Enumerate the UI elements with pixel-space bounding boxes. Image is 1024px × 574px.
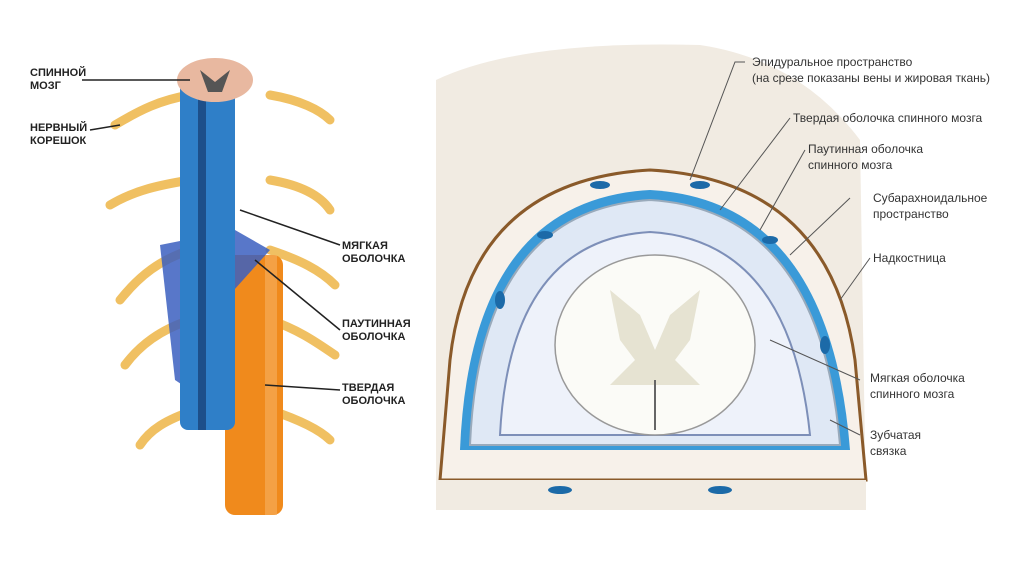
label-line: Твердая оболочка спинного мозга	[793, 111, 983, 125]
label-line: Эпидуральное пространство	[752, 55, 913, 69]
label-line: (на срезе показаны вены и жировая ткань)	[752, 71, 990, 85]
label-line: КОРЕШОК	[30, 135, 87, 147]
label-line: МОЗГ	[30, 80, 61, 92]
label-line: ОБОЛОЧКА	[342, 331, 406, 343]
label-line: Мягкая оболочка	[870, 371, 965, 385]
label-line: Зубчатая	[870, 428, 922, 442]
label-line: СПИННОЙ	[30, 67, 87, 79]
label-periosteum: Надкостница	[873, 250, 946, 266]
label-pia-right: Мягкая оболочка спинного мозга	[870, 370, 965, 402]
label-line: Паутинная оболочка	[808, 142, 924, 156]
label-subarachnoid: Субарахноидальное пространство	[873, 190, 987, 222]
label-line: МЯГКАЯ	[342, 240, 388, 252]
right-leader-lines	[689, 61, 871, 436]
label-line: спинного мозга	[870, 387, 955, 401]
label-line: Надкостница	[873, 251, 946, 265]
left-leader-lines	[82, 79, 341, 391]
label-line: ПАУТИННАЯ	[342, 318, 411, 330]
label-line: Субарахноидальное	[873, 191, 988, 205]
label-epidural-space: Эпидуральное пространство (на срезе показ…	[752, 54, 990, 86]
spinal-cross-section-figure	[436, 40, 868, 510]
spinal-cord-column-figure	[105, 58, 340, 515]
label-line: ОБОЛОЧКА	[342, 395, 406, 407]
label-line: пространство	[873, 207, 949, 221]
label-line: спинного мозга	[808, 158, 893, 172]
label-denticulate-ligament: Зубчатая связка	[870, 427, 921, 459]
label-line: ОБОЛОЧКА	[342, 253, 406, 265]
label-arachnoid-right: Паутинная оболочка спинного мозга	[808, 141, 923, 173]
label-line: связка	[870, 444, 907, 458]
label-line: НЕРВНЫЙ	[30, 122, 88, 134]
label-line: ТВЕРДАЯ	[342, 382, 395, 394]
label-dura: Твердая оболочка спинного мозга	[793, 110, 982, 126]
